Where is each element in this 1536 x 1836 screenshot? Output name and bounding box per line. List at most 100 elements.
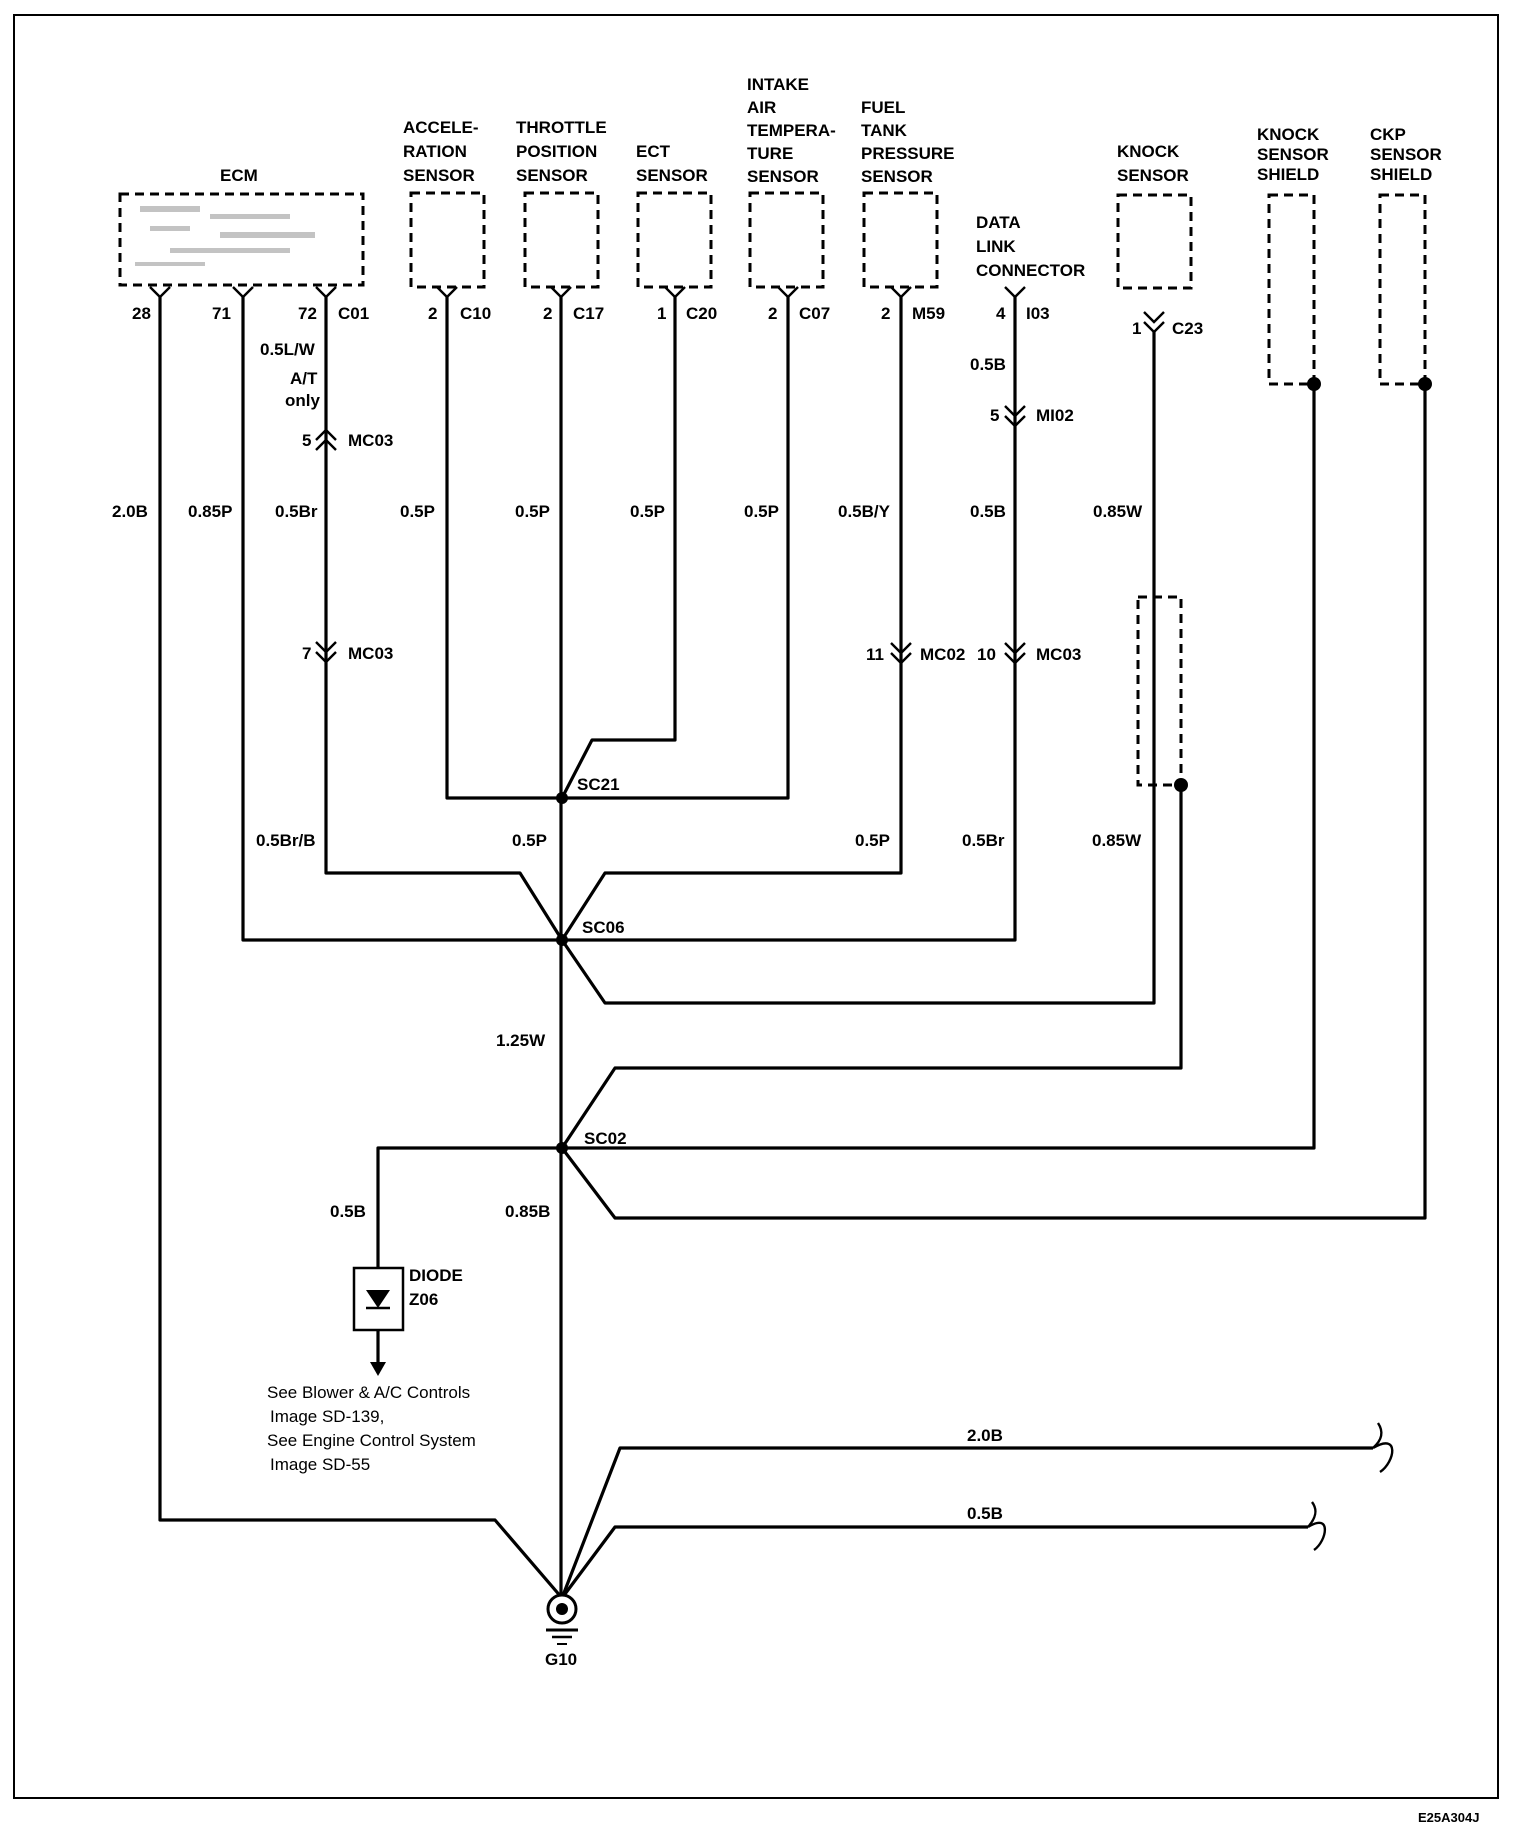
ecm-pin-72: 72: [298, 304, 317, 323]
wire-085B: 0.85B: [505, 1202, 550, 1221]
mc03-dlc: MC03: [1036, 645, 1081, 664]
ftp-label-3: PRESSURE: [861, 144, 955, 163]
wire-05Br-lower: 0.5Br: [962, 831, 1005, 850]
wire-ext-20B: 2.0B: [967, 1426, 1003, 1445]
at-only-2: only: [285, 391, 320, 410]
wire-knock-lower: 0.85W: [1092, 831, 1142, 850]
wire-iat: 0.5P: [744, 502, 779, 521]
iat-label-1: INTAKE: [747, 75, 809, 94]
wire-dlc: 0.5B: [970, 502, 1006, 521]
ecm-pin-28: 28: [132, 304, 151, 323]
wire-20B: 2.0B: [112, 502, 148, 521]
ftp-label-1: FUEL: [861, 98, 905, 117]
wire-05BrB: 0.5Br/B: [256, 831, 316, 850]
mc03-lower-pin: 7: [302, 644, 311, 663]
ect-sensor: ECT SENSOR: [636, 142, 713, 289]
ckp-shield-label-3: SHIELD: [1370, 165, 1432, 184]
knock-shield-label-2: SENSOR: [1257, 145, 1329, 164]
ecm-pin-71: 71: [212, 304, 231, 323]
ecm-component: ECM: [118, 166, 365, 287]
ecm-connector-c01: C01: [338, 304, 369, 323]
wire-diode: 0.5B: [330, 1202, 366, 1221]
splice-sc02: SC02: [584, 1129, 627, 1148]
tps-label-3: SENSOR: [516, 166, 588, 185]
dlc-connector: I03: [1026, 304, 1050, 323]
note-line-1: See Blower & A/C Controls: [267, 1383, 470, 1402]
splice-sc21: SC21: [577, 775, 620, 794]
mi02: MI02: [1036, 406, 1074, 425]
knock-pin: 1: [1132, 319, 1141, 338]
throttle-position-sensor: THROTTLE POSITION SENSOR: [516, 118, 607, 289]
acceleration-sensor: ACCELE- RATION SENSOR: [403, 118, 486, 289]
note-line-3: See Engine Control System: [267, 1431, 476, 1450]
knock-sensor-label-2: SENSOR: [1117, 166, 1189, 185]
mc02: MC02: [920, 645, 965, 664]
diagram-frame: [13, 14, 1499, 1799]
knock-sensor-shield: KNOCK SENSOR SHIELD: [1257, 125, 1329, 386]
reference-note: See Blower & A/C Controls Image SD-139, …: [267, 1383, 476, 1474]
diode-label-1: DIODE: [409, 1266, 463, 1285]
iat-pin: 2: [768, 304, 777, 323]
tps-connector: C17: [573, 304, 604, 323]
note-line-2: Image SD-139,: [270, 1407, 384, 1426]
iat-label-4: TURE: [747, 144, 793, 163]
mc02-pin: 11: [866, 645, 884, 664]
dlc-label-3: CONNECTOR: [976, 261, 1085, 280]
mc03-upper-pin: 5: [302, 431, 311, 450]
fuel-tank-pressure-sensor: FUEL TANK PRESSURE SENSOR: [861, 98, 955, 289]
wire-tps: 0.5P: [515, 502, 550, 521]
tps-pin: 2: [543, 304, 552, 323]
ecm-label: ECM: [220, 166, 258, 185]
ect-label-2: SENSOR: [636, 166, 708, 185]
dlc-pin: 4: [996, 304, 1006, 323]
ect-connector: C20: [686, 304, 717, 323]
ckp-shield-label-1: CKP: [1370, 125, 1406, 144]
iat-label-5: SENSOR: [747, 167, 819, 186]
knock-shield-label-3: SHIELD: [1257, 165, 1319, 184]
knock-shield-label-1: KNOCK: [1257, 125, 1320, 144]
tps-label-1: THROTTLE: [516, 118, 607, 137]
wire-sc21-out: 0.5P: [512, 831, 547, 850]
splice-dots: [556, 377, 1432, 1154]
arrow-down-icon: [370, 1362, 386, 1376]
iat-label-3: TEMPERA-: [747, 121, 836, 140]
wire-labels: 0.5L/W A/T only 2.0B 0.85P 0.5Br 0.5P 0.…: [112, 340, 1143, 1523]
dlc-label-1: DATA: [976, 213, 1021, 232]
knock-sensor: KNOCK SENSOR: [1116, 142, 1193, 290]
mc03-lower: MC03: [348, 644, 393, 663]
splice-sc06: SC06: [582, 918, 625, 937]
wire-ftp-lower: 0.5P: [855, 831, 890, 850]
mi02-pin: 5: [990, 406, 999, 425]
knock-connector: C23: [1172, 319, 1203, 338]
data-link-connector: DATA LINK CONNECTOR: [976, 213, 1085, 280]
iat-connector: C07: [799, 304, 830, 323]
tps-label-2: POSITION: [516, 142, 597, 161]
pin-labels: 28 71 72 C01 2 C10 2 C17 1 C20 2 C07 2 M…: [132, 304, 1203, 664]
wire-125W: 1.25W: [496, 1031, 546, 1050]
ect-label-1: ECT: [636, 142, 671, 161]
iat-label-2: AIR: [747, 98, 776, 117]
wire-ecm72-top: 0.5L/W: [260, 340, 316, 359]
wire-accel: 0.5P: [400, 502, 435, 521]
accel-pin: 2: [428, 304, 437, 323]
wire-knock: 0.85W: [1093, 502, 1143, 521]
acceleration-sensor-label-3: SENSOR: [403, 166, 475, 185]
wire-085P: 0.85P: [188, 502, 232, 521]
diode-label-2: Z06: [409, 1290, 438, 1309]
ckp-sensor-shield: CKP SENSOR SHIELD: [1370, 125, 1442, 386]
note-line-4: Image SD-55: [270, 1455, 370, 1474]
wire-05Br: 0.5Br: [275, 502, 318, 521]
accel-connector: C10: [460, 304, 491, 323]
figure-id: E25A304J: [1418, 1810, 1479, 1825]
ground-label: G10: [545, 1650, 577, 1669]
at-only-1: A/T: [290, 369, 318, 388]
ftp-label-2: TANK: [861, 121, 908, 140]
knock-wire-shield: [1136, 595, 1183, 787]
wire-dlc-top: 0.5B: [970, 355, 1006, 374]
wire-ext-05B: 0.5B: [967, 1504, 1003, 1523]
ground-g10: G10: [545, 1593, 578, 1669]
ftp-label-4: SENSOR: [861, 167, 933, 186]
acceleration-sensor-label-1: ACCELE-: [403, 118, 479, 137]
ckp-shield-label-2: SENSOR: [1370, 145, 1442, 164]
